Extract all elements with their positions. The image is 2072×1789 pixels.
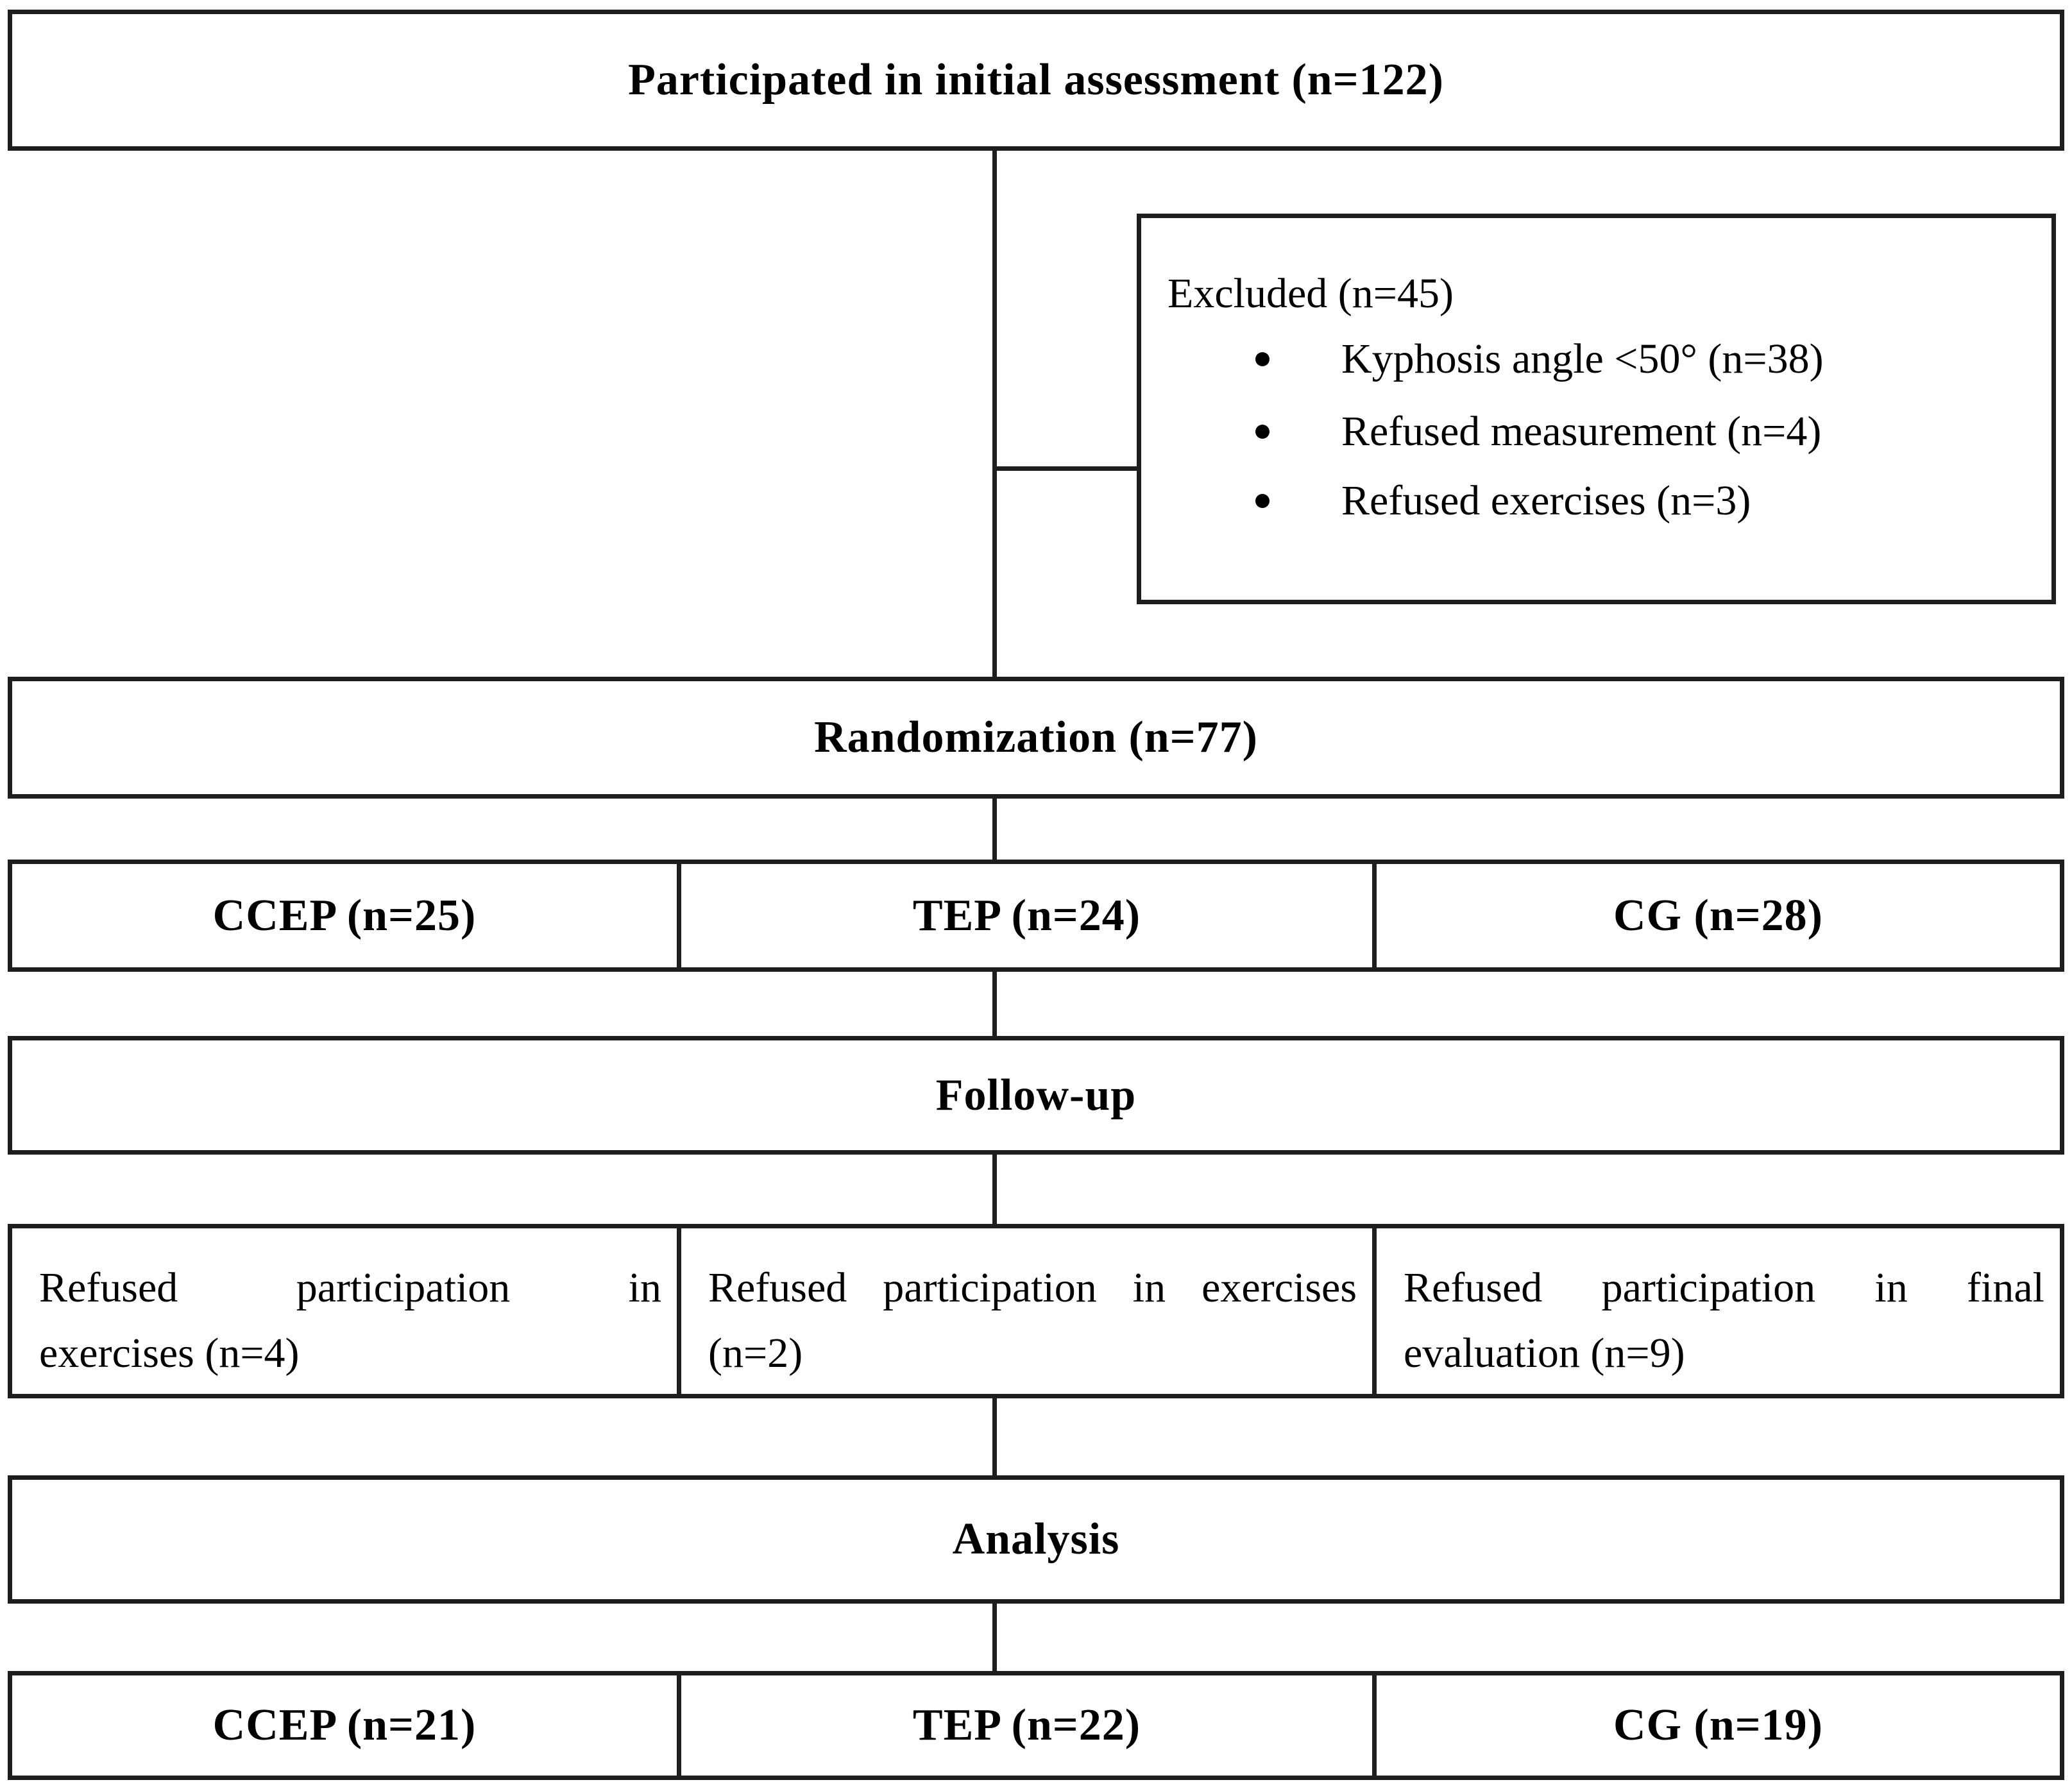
excluded-item: Refused measurement (n=4) <box>1255 406 1821 457</box>
analyzed-cell-tep: TEP (n=22) <box>681 1675 1377 1776</box>
excluded-title: Excluded (n=45) <box>1168 270 1454 317</box>
dropout-row: Refused participation in exercises (n=4)… <box>8 1224 2064 1398</box>
connector-randomization-to-allocation <box>992 799 997 860</box>
bullet-icon <box>1255 425 1270 439</box>
initial-assessment-label: Participated in initial assessment (n=12… <box>628 55 1444 105</box>
dropout-cell-ccep: Refused participation in exercises (n=4) <box>12 1228 681 1394</box>
connector-to-excluded <box>997 466 1137 471</box>
dropout-tep-line2: (n=2) <box>708 1330 803 1377</box>
allocation-row: CCEP (n=25) TEP (n=24) CG (n=28) <box>8 860 2064 972</box>
allocation-cell-ccep: CCEP (n=25) <box>12 864 681 967</box>
allocation-cell-tep: TEP (n=24) <box>681 864 1377 967</box>
dropout-cg-line1: Refused participation in final <box>1404 1264 2044 1311</box>
box-initial-assessment: Participated in initial assessment (n=12… <box>8 10 2064 151</box>
dropout-ccep-line2: exercises (n=4) <box>39 1330 300 1377</box>
box-randomization: Randomization (n=77) <box>8 677 2064 799</box>
followup-label: Follow-up <box>935 1070 1137 1120</box>
analyzed-cell-ccep: CCEP (n=21) <box>12 1675 681 1776</box>
connector-followup-to-dropouts <box>992 1155 997 1224</box>
allocation-cg-label: CG (n=28) <box>1613 890 1823 940</box>
box-followup: Follow-up <box>8 1036 2064 1155</box>
dropout-cell-cg: Refused participation in final evaluatio… <box>1377 1228 2060 1394</box>
excluded-item-label: Kyphosis angle <50° (n=38) <box>1341 335 1824 382</box>
analyzed-row: CCEP (n=21) TEP (n=22) CG (n=19) <box>8 1671 2064 1780</box>
analyzed-tep-label: TEP (n=22) <box>912 1700 1141 1750</box>
connector-dropouts-to-analysis <box>992 1398 997 1475</box>
dropout-ccep-line1: Refused participation in <box>39 1264 661 1311</box>
allocation-tep-label: TEP (n=24) <box>912 890 1141 940</box>
analyzed-ccep-label: CCEP (n=21) <box>212 1700 477 1750</box>
dropout-cg-line2: evaluation (n=9) <box>1404 1330 1685 1377</box>
allocation-ccep-label: CCEP (n=25) <box>212 890 477 940</box>
excluded-item: Refused exercises (n=3) <box>1255 475 1751 527</box>
excluded-item: Kyphosis angle <50° (n=38) <box>1255 334 1824 385</box>
dropout-cell-tep: Refused participation in exercises (n=2) <box>681 1228 1377 1394</box>
box-excluded: Excluded (n=45) Kyphosis angle <50° (n=3… <box>1137 214 2056 604</box>
connector-initial-to-randomization <box>992 151 997 677</box>
randomization-label: Randomization (n=77) <box>814 713 1258 762</box>
excluded-item-label: Refused exercises (n=3) <box>1341 477 1751 524</box>
connector-analysis-to-analyzed <box>992 1604 997 1671</box>
bullet-icon <box>1255 352 1270 366</box>
box-analysis: Analysis <box>8 1475 2064 1604</box>
analysis-label: Analysis <box>952 1514 1120 1564</box>
bullet-icon <box>1255 494 1270 508</box>
analyzed-cg-label: CG (n=19) <box>1613 1700 1823 1750</box>
connector-allocation-to-followup <box>992 972 997 1036</box>
excluded-item-label: Refused measurement (n=4) <box>1341 408 1822 455</box>
analyzed-cell-cg: CG (n=19) <box>1377 1675 2060 1776</box>
allocation-cell-cg: CG (n=28) <box>1377 864 2060 967</box>
dropout-tep-line1: Refused participation in exercises <box>708 1264 1357 1311</box>
